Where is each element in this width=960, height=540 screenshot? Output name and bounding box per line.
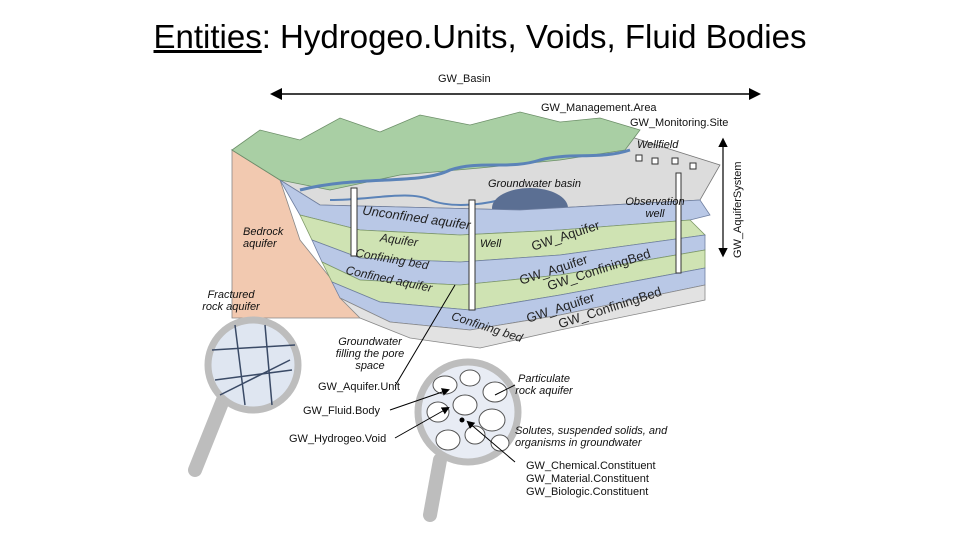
- bedrock-aquifer-label: Bedrock aquifer: [243, 226, 284, 250]
- wellfield-label: Wellfield: [637, 139, 679, 151]
- river-branch: [329, 194, 501, 206]
- title-keyword: Entities: [153, 18, 262, 55]
- bottom-confining-bed-layer: [339, 284, 706, 349]
- gw-aquifer-unit-label: GW_Aquifer.Unit: [318, 381, 400, 393]
- dissolved-particle: [459, 417, 465, 423]
- groundwater-basin-label: Groundwater basin: [488, 178, 581, 190]
- fracture-lines: [211, 324, 296, 406]
- gw-management-area-label: GW_Management.Area: [541, 102, 657, 114]
- well-casing: [468, 199, 476, 311]
- gw-chemical-constituent-label: GW_Chemical.Constituent: [526, 460, 656, 472]
- wellfield-building: [689, 162, 697, 170]
- magnifier-handle-1: [188, 388, 232, 477]
- well-label: Well: [480, 238, 502, 250]
- magnifier-handle-2: [423, 453, 447, 522]
- gw-basin-label: GW_Basin: [438, 73, 491, 85]
- title-rest: : Hydrogeo.Units, Voids, Fluid Bodies: [261, 18, 807, 55]
- river: [299, 148, 631, 192]
- observation-well-label: Observation well: [625, 196, 685, 220]
- page-title: Entities: Hydrogeo.Units, Voids, Fluid B…: [0, 18, 960, 56]
- callout-aquifer-unit: [394, 284, 456, 387]
- wellfield-building: [671, 157, 679, 165]
- gw-biologic-constituent-label: GW_Biologic.Constituent: [526, 486, 649, 498]
- gw-monitoring-site-label: GW_Monitoring.Site: [630, 117, 729, 129]
- well-casing: [350, 187, 358, 257]
- fractured-rock-aquifer-label: Fractured rock aquifer: [202, 289, 260, 313]
- groundwater-filling-label: Groundwater filling the pore space: [335, 336, 405, 372]
- solutes-label: Solutes, suspended solids, and organisms…: [515, 425, 668, 449]
- wellfield-building: [635, 154, 643, 162]
- fractured-rock-lens: [204, 316, 302, 414]
- wellfield-building: [651, 157, 659, 165]
- observation-well-casing: [675, 172, 682, 274]
- gw-material-constituent-label: GW_Material.Constituent: [526, 473, 649, 485]
- callout-solutes: [466, 420, 516, 463]
- rock-grains: [426, 369, 510, 452]
- gw-hydrogeo-void-label: GW_Hydrogeo.Void: [289, 433, 387, 445]
- callout-hydrogeo-void: [394, 407, 450, 439]
- callout-particulate: [494, 384, 516, 396]
- particulate-rock-aquifer-label: Particulate rock aquifer: [515, 373, 573, 397]
- gw-fluid-body-label: GW_Fluid.Body: [303, 405, 381, 417]
- gw-aquifer-system-label: GW_AquiferSystem: [732, 161, 744, 258]
- mountains: [231, 111, 641, 191]
- callout-fluid-body: [389, 388, 450, 411]
